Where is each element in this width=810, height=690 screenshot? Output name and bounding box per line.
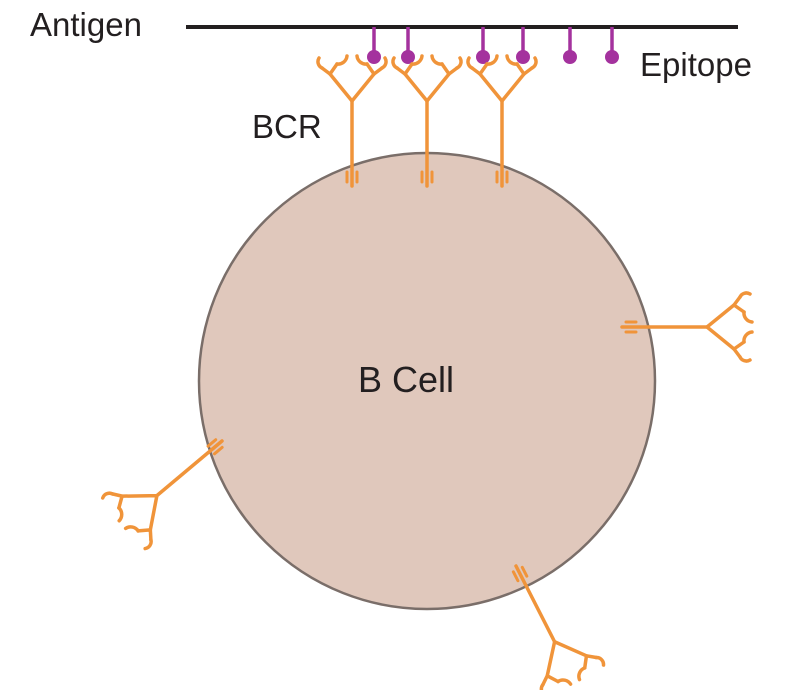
epitope-marker	[367, 27, 381, 64]
epitope-marker	[563, 27, 577, 64]
epitope-marker	[476, 27, 490, 64]
bcr-receptor-3	[466, 54, 538, 188]
epitope-marker	[516, 27, 530, 64]
epitope-marker	[401, 27, 415, 64]
bcr-label: BCR	[252, 108, 322, 145]
epitopes	[367, 27, 619, 64]
bcr-receptor-1	[316, 54, 388, 188]
epitope-label: Epitope	[640, 46, 752, 83]
bcr-receptor-lower-left	[100, 438, 224, 551]
epitope-marker	[605, 27, 619, 64]
receptors	[100, 54, 754, 690]
bcr-receptor-2	[391, 54, 463, 188]
b-cell-label: B Cell	[358, 359, 455, 400]
antigen-label: Antigen	[30, 6, 142, 43]
bcr-receptor-right	[620, 291, 754, 363]
bcr-receptor-bottom	[511, 564, 606, 690]
